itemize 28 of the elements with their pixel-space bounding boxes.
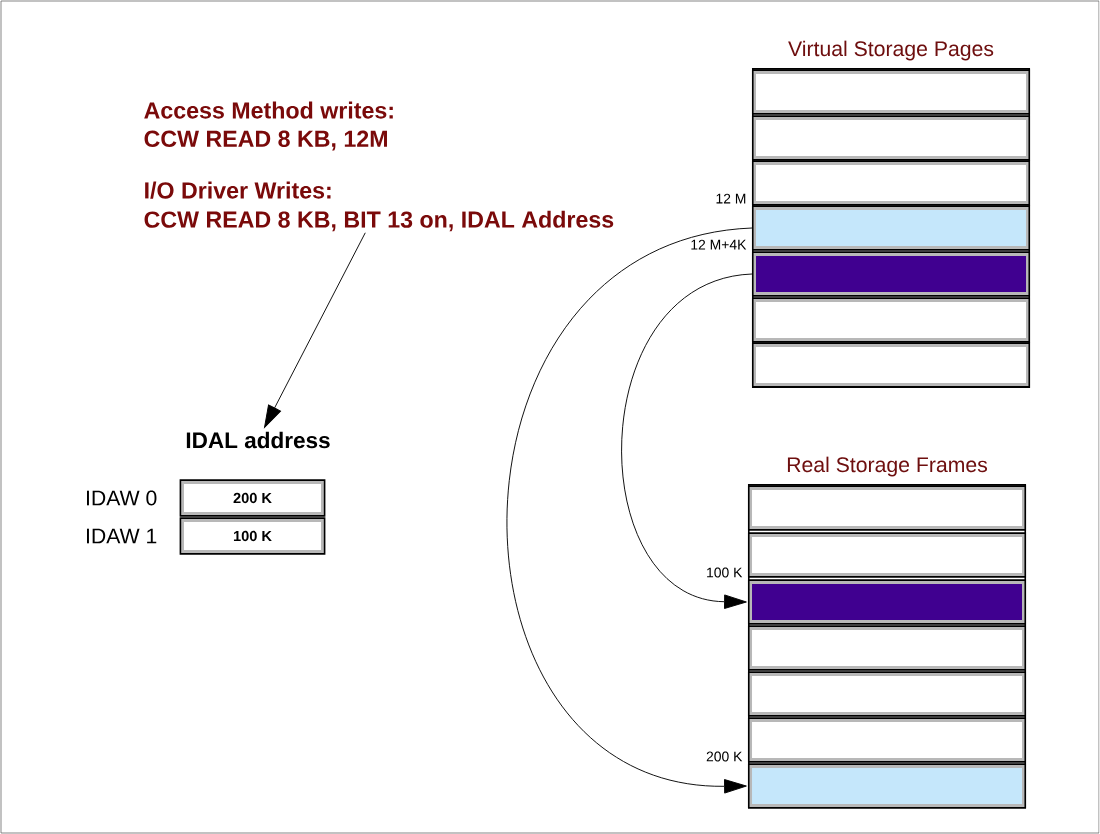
driver-text: CCW READ 8 KB, BIT 13 on, IDAL Address [144, 210, 614, 232]
storage-slot [747, 485, 1027, 531]
driver-heading: I/O Driver Writes: [145, 181, 331, 199]
arrow [264, 232, 366, 428]
entry-label: IDAW 0 [86, 490, 157, 506]
table-heading: IDAL address [186, 431, 330, 449]
address-cell: 100 K [179, 517, 326, 555]
column-heading: Real Storage Frames [787, 456, 987, 477]
storage-slot [747, 717, 1027, 763]
storage-slot [751, 160, 1031, 206]
storage-slot [747, 532, 1027, 578]
storage-slot [747, 625, 1027, 671]
arrow [621, 273, 753, 609]
storage-slot [751, 297, 1031, 343]
address-label: 200 K [706, 751, 743, 762]
column-heading: Virtual Storage Pages [788, 40, 994, 61]
address-label: 12 M+4K [691, 239, 747, 250]
arrow [506, 227, 753, 794]
address-label: 100 K [707, 567, 743, 578]
address-label: 12 M [716, 193, 746, 204]
storage-slot [751, 342, 1031, 388]
storage-slot [747, 671, 1027, 717]
storage-slot [751, 69, 1031, 115]
method-heading: Access Method writes: [144, 101, 393, 119]
method-text: CCW READ 8 KB, 12M [144, 130, 387, 151]
address-cell: 200 K [179, 479, 326, 517]
entry-label: IDAW 1 [86, 528, 157, 544]
storage-slot [751, 115, 1031, 161]
